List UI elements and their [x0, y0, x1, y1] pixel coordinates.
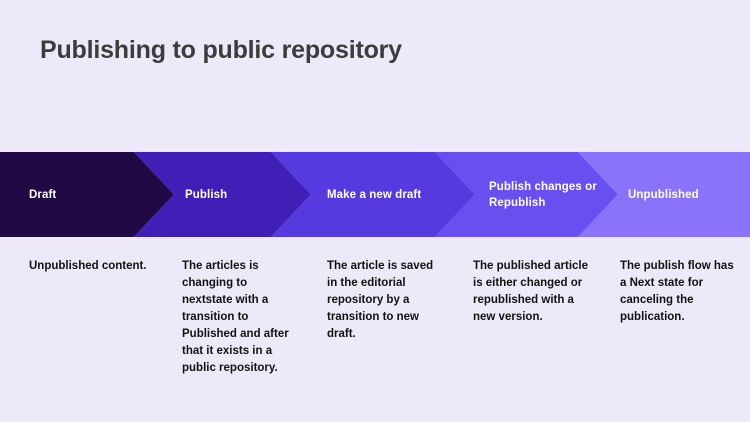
title-block: Publishing to public repository — [40, 34, 460, 66]
description-column-publish: The articles is changing to nextstate wi… — [182, 258, 297, 377]
description-column-publish-changes-or-republish: The published article is either changed … — [473, 258, 593, 326]
chevron-label-publish-changes-or-republish: Publish changes or Republish — [489, 180, 597, 209]
chevron-label-make-a-new-draft: Make a new draft — [327, 188, 422, 201]
description-text-publish: The articles is changing to nextstate wi… — [182, 260, 289, 374]
chevron-step-draft[interactable]: Draft — [0, 152, 174, 237]
description-text-publish-changes-or-republish: The published article is either changed … — [473, 260, 589, 323]
process-chevron-band: Draft Publish Make a new draft Publish c… — [0, 152, 750, 237]
chevron-label-publish: Publish — [185, 188, 228, 201]
description-column-unpublished: The publish flow has a Next state for ca… — [620, 258, 735, 326]
chevron-label-draft: Draft — [29, 188, 57, 201]
description-text-unpublished: The publish flow has a Next state for ca… — [620, 260, 734, 323]
description-text-make-a-new-draft: The article is saved in the editorial re… — [327, 260, 434, 340]
description-text-draft: Unpublished content. — [29, 260, 147, 272]
description-columns: Unpublished content. The articles is cha… — [0, 258, 750, 418]
description-column-make-a-new-draft: The article is saved in the editorial re… — [327, 258, 437, 343]
chevron-label-unpublished: Unpublished — [628, 188, 699, 201]
description-column-draft: Unpublished content. — [29, 258, 154, 275]
page-title: Publishing to public repository — [40, 36, 402, 64]
